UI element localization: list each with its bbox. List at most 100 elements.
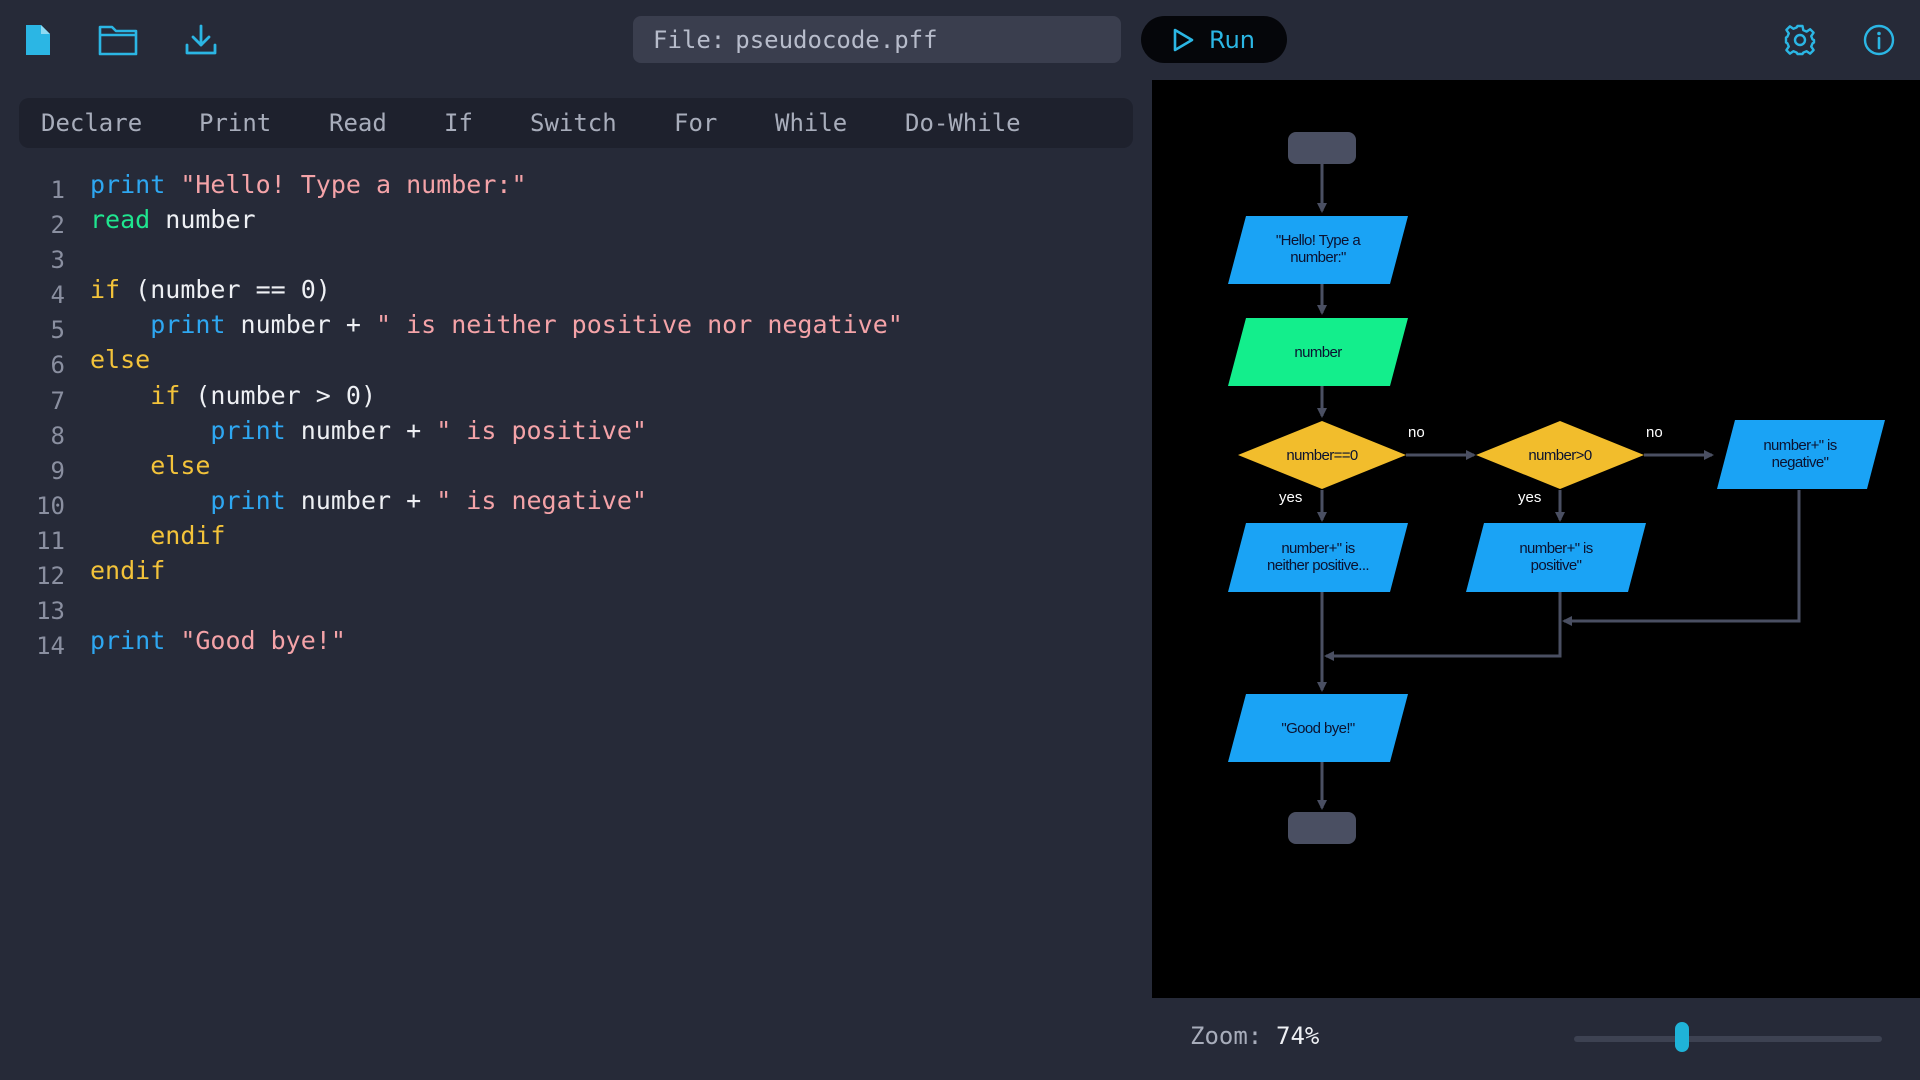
output-negative-text-line2: negative" bbox=[1772, 454, 1829, 471]
file-name-field[interactable]: File: pseudocode.pff bbox=[633, 16, 1121, 63]
top-toolbar: File: pseudocode.pff Run bbox=[0, 0, 1920, 80]
line-number: 14 bbox=[36, 632, 65, 661]
code-line[interactable]: 11 endif bbox=[0, 521, 1152, 556]
code-token: endif bbox=[150, 520, 226, 550]
code-token: if bbox=[150, 380, 181, 410]
code-editor-pane: Declare Print Read If Switch For While D… bbox=[0, 80, 1152, 1080]
new-file-icon bbox=[26, 25, 50, 55]
output-bye-node[interactable]: "Good bye!" bbox=[1228, 694, 1408, 762]
zoom-value: 74% bbox=[1276, 1022, 1320, 1050]
code-token: number bbox=[150, 205, 256, 235]
new-file-button[interactable] bbox=[16, 18, 60, 62]
code-token bbox=[90, 416, 210, 445]
code-line-text: else bbox=[90, 451, 210, 480]
code-line-text: else bbox=[90, 345, 150, 374]
line-number: 1 bbox=[50, 176, 65, 204]
code-line[interactable]: 2 read number bbox=[0, 205, 1152, 240]
code-line[interactable]: 8 print number + " is positive" bbox=[0, 416, 1152, 451]
connector bbox=[1562, 490, 1801, 626]
code-line[interactable]: 1 print "Hello! Type a number:" bbox=[0, 170, 1152, 205]
line-number: 10 bbox=[36, 491, 65, 520]
code-token: print bbox=[210, 415, 286, 445]
line-number: 2 bbox=[50, 211, 65, 240]
code-line[interactable]: 7 if (number > 0) bbox=[0, 381, 1152, 416]
code-area[interactable]: 1 print "Hello! Type a number:" 2 read numb… bbox=[0, 170, 1152, 661]
run-button[interactable]: Run bbox=[1141, 16, 1287, 63]
line-number: 13 bbox=[36, 597, 65, 626]
code-token: " is neither positive nor negative" bbox=[376, 310, 903, 340]
decision-zero-text: number==0 bbox=[1286, 447, 1358, 464]
code-line[interactable]: 13 bbox=[0, 591, 1152, 626]
code-token: endif bbox=[90, 556, 166, 586]
code-token: "Hello! Type a number:" bbox=[180, 170, 527, 199]
output-positive-text-line1: number+" is bbox=[1519, 540, 1592, 557]
code-token: number + bbox=[285, 415, 437, 445]
branch-label-no: no bbox=[1408, 424, 1425, 441]
settings-button[interactable] bbox=[1778, 18, 1822, 62]
code-token: read bbox=[90, 205, 151, 235]
line-number: 7 bbox=[50, 386, 65, 415]
code-token: if bbox=[90, 275, 121, 305]
code-token bbox=[165, 626, 180, 655]
code-line-text: print "Good bye!" bbox=[90, 626, 346, 655]
snippet-read[interactable]: Read bbox=[329, 109, 387, 137]
snippet-do-while[interactable]: Do-While bbox=[905, 109, 1021, 137]
code-line-text: endif bbox=[90, 521, 225, 550]
code-line[interactable]: 9 else bbox=[0, 451, 1152, 486]
open-folder-button[interactable] bbox=[96, 18, 140, 62]
line-number: 9 bbox=[50, 456, 65, 485]
flowchart-canvas[interactable]: "Hello! Type a number:" number number==0… bbox=[1152, 80, 1920, 998]
output-positive-node[interactable]: number+" is positive" bbox=[1466, 523, 1646, 592]
line-number: 8 bbox=[50, 421, 65, 450]
branch-label-yes: yes bbox=[1279, 489, 1302, 506]
output-zero-text-line2: neither positive... bbox=[1267, 557, 1369, 574]
snippet-while[interactable]: While bbox=[775, 109, 848, 137]
download-icon bbox=[185, 24, 217, 55]
code-token: number + bbox=[285, 485, 437, 515]
code-line-text: print number + " is positive" bbox=[90, 416, 647, 445]
snippet-print[interactable]: Print bbox=[199, 109, 272, 137]
code-token bbox=[165, 170, 180, 199]
snippet-switch[interactable]: Switch bbox=[530, 109, 617, 137]
snippet-bar: Declare Print Read If Switch For While D… bbox=[19, 98, 1133, 148]
output-hello-text-line1: "Hello! Type a bbox=[1276, 232, 1361, 249]
gear-icon bbox=[1784, 24, 1816, 56]
output-positive-text-line2: positive" bbox=[1531, 557, 1582, 574]
code-token: else bbox=[90, 345, 151, 375]
code-line[interactable]: 6 else bbox=[0, 345, 1152, 380]
decision-positive-text: number>0 bbox=[1528, 447, 1591, 464]
download-button[interactable] bbox=[179, 18, 223, 62]
snippet-for[interactable]: For bbox=[674, 109, 718, 137]
code-line[interactable]: 14 print "Good bye!" bbox=[0, 626, 1152, 661]
file-name: pseudocode.pff bbox=[735, 25, 938, 54]
snippet-declare[interactable]: Declare bbox=[41, 109, 143, 137]
decision-zero-node[interactable]: number==0 bbox=[1238, 421, 1406, 489]
code-token: else bbox=[150, 450, 211, 480]
code-token bbox=[90, 381, 150, 410]
zoom-slider-track[interactable] bbox=[1574, 1036, 1882, 1042]
code-line[interactable]: 3 bbox=[0, 240, 1152, 275]
output-negative-node[interactable]: number+" is negative" bbox=[1717, 420, 1885, 489]
code-line[interactable]: 5 print number + " is neither positive n… bbox=[0, 310, 1152, 345]
snippet-if[interactable]: If bbox=[444, 109, 473, 137]
line-number: 6 bbox=[50, 351, 65, 380]
info-button[interactable] bbox=[1857, 18, 1901, 62]
code-token bbox=[90, 486, 210, 515]
code-token: " is negative" bbox=[436, 485, 647, 515]
code-token: " is positive" bbox=[436, 415, 647, 445]
output-hello-node[interactable]: "Hello! Type a number:" bbox=[1228, 216, 1408, 284]
code-line-text: print "Hello! Type a number:" bbox=[90, 170, 527, 199]
input-number-node[interactable]: number bbox=[1228, 318, 1408, 386]
code-token: print bbox=[150, 310, 226, 340]
line-number: 11 bbox=[36, 526, 65, 555]
code-token bbox=[90, 451, 150, 480]
zoom-slider-thumb[interactable] bbox=[1674, 1022, 1689, 1052]
output-zero-node[interactable]: number+" is neither positive... bbox=[1228, 523, 1408, 592]
decision-positive-node[interactable]: number>0 bbox=[1476, 421, 1644, 489]
output-bye-text: "Good bye!" bbox=[1281, 720, 1355, 737]
output-zero-text-line1: number+" is bbox=[1281, 540, 1354, 557]
code-line[interactable]: 10 print number + " is negative" bbox=[0, 486, 1152, 521]
